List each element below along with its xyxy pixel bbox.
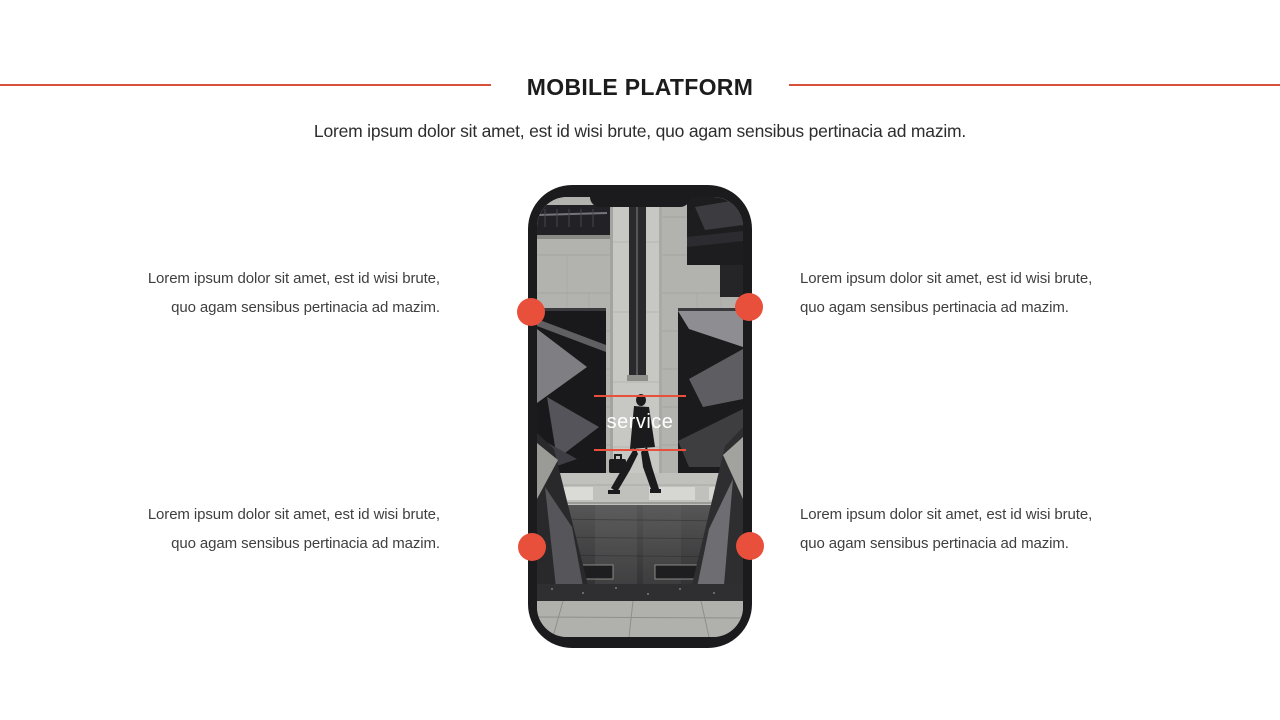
phone-mockup: service (528, 185, 752, 648)
accent-dot-top-right (735, 293, 763, 321)
title-rule-left (0, 84, 491, 86)
text-block-top-right: Lorem ipsum dolor sit amet, est id wisi … (800, 270, 1093, 316)
street-photo (537, 197, 743, 637)
title-rule-right (789, 84, 1280, 86)
text-block-bottom-right: Lorem ipsum dolor sit amet, est id wisi … (800, 506, 1093, 552)
phone-notch (590, 197, 690, 207)
service-label[interactable]: service (606, 411, 674, 433)
accent-dot-bottom-left (518, 533, 546, 561)
phone-screen (537, 197, 743, 637)
pedestrian-silhouette (608, 394, 661, 494)
service-rule-top (594, 395, 686, 397)
page-subtitle: Lorem ipsum dolor sit amet, est id wisi … (313, 121, 967, 141)
page-title: MOBILE PLATFORM (526, 74, 754, 100)
text-block-bottom-left: Lorem ipsum dolor sit amet, est id wisi … (147, 506, 440, 552)
service-rule-bottom (594, 449, 686, 451)
accent-dot-top-left (517, 298, 545, 326)
accent-dot-bottom-right (736, 532, 764, 560)
text-block-top-left: Lorem ipsum dolor sit amet, est id wisi … (147, 270, 440, 316)
